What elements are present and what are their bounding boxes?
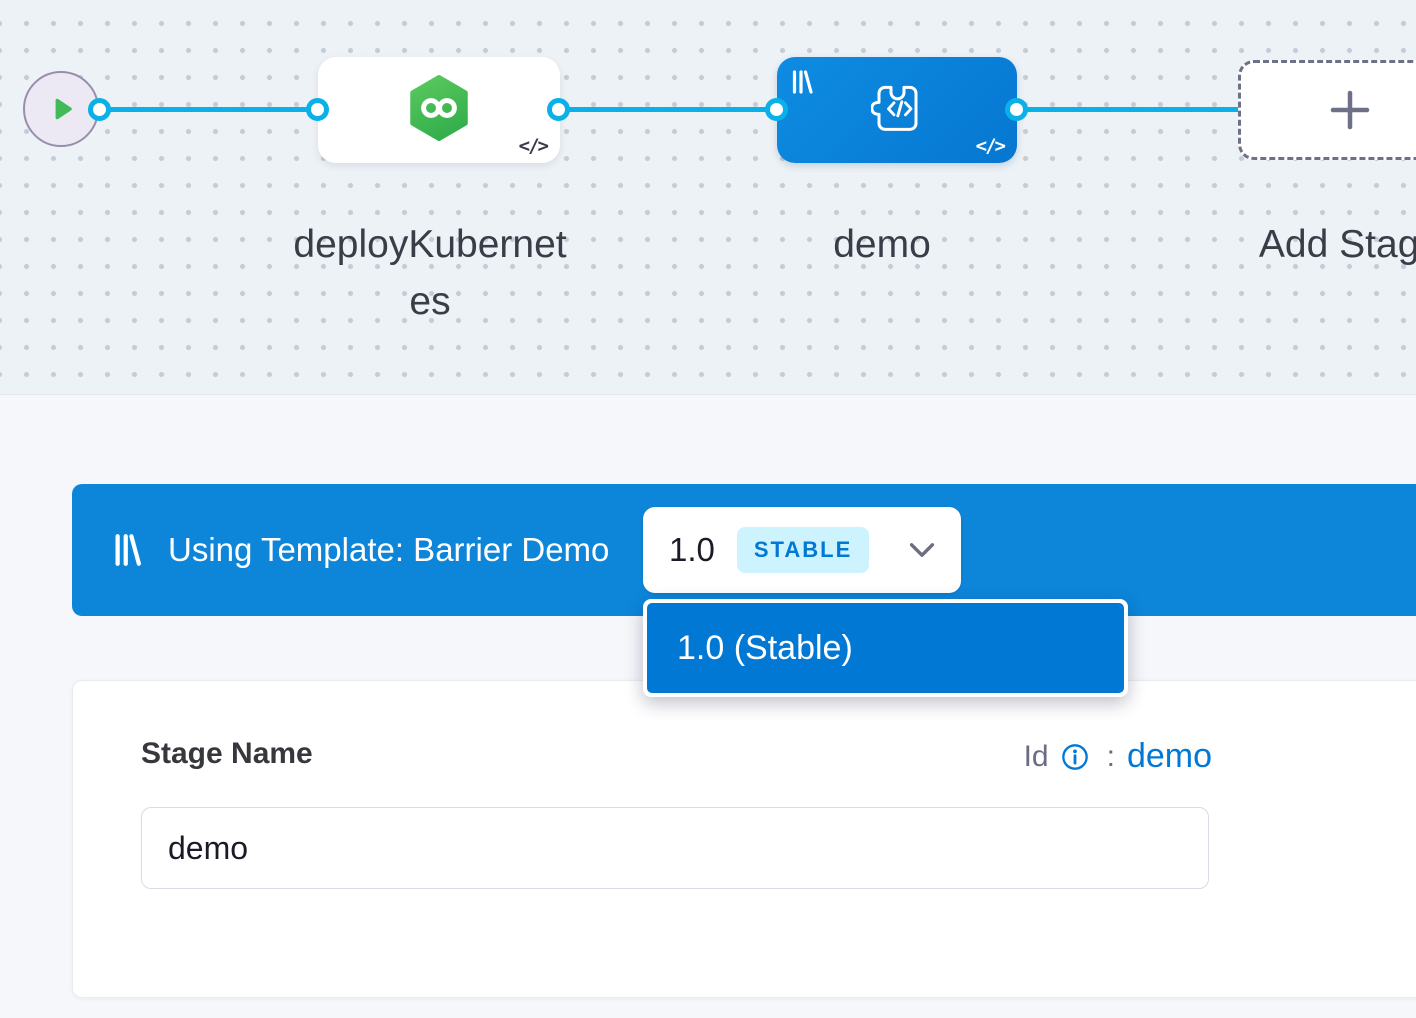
add-stage-label: Add Stage — [1258, 223, 1416, 266]
stable-badge: STABLE — [736, 527, 870, 573]
play-icon — [55, 98, 72, 120]
stage-overview-card: Stage Name Id : demo — [72, 680, 1416, 998]
stage-name-label: Stage Name — [141, 737, 313, 770]
connector-port[interactable] — [88, 98, 111, 121]
connector-port[interactable] — [1005, 98, 1028, 121]
stage-label-demo: demo — [833, 223, 931, 266]
stage-label-deploykubernetes: deployKubernetes — [293, 223, 567, 323]
connector-edge — [1017, 107, 1238, 112]
version-option-stable[interactable]: 1.0 (Stable) — [647, 603, 1124, 693]
using-template-banner: Using Template: Barrier Demo 1.0 STABLE — [72, 484, 1416, 616]
stage-id-value: demo — [1126, 737, 1212, 775]
template-badge-icon — [792, 70, 813, 94]
connector-port[interactable] — [547, 98, 570, 121]
connector-port[interactable] — [765, 98, 788, 121]
custom-stage-template-icon — [871, 85, 918, 131]
stage-node-demo[interactable]: </> — [777, 57, 1017, 163]
version-dropdown-popover: 1.0 (Stable) — [643, 599, 1128, 697]
pipeline-canvas[interactable]: </> </> — [0, 0, 1416, 394]
info-icon[interactable] — [1061, 743, 1089, 771]
using-template-text: Using Template: Barrier Demo — [168, 531, 610, 568]
connector-edge — [100, 107, 318, 112]
plus-icon — [1330, 90, 1370, 130]
kubernetes-deploy-icon — [410, 75, 468, 142]
yaml-code-icon: </> — [518, 135, 549, 157]
id-label: Id — [1023, 739, 1049, 773]
id-separator: : — [1106, 739, 1115, 773]
template-version-selector[interactable]: 1.0 STABLE — [643, 507, 961, 593]
connector-port[interactable] — [306, 98, 329, 121]
connector-edge — [559, 107, 777, 112]
chevron-down-icon — [909, 543, 935, 557]
stage-id-row: Id : demo — [1024, 737, 1212, 776]
add-stage-button[interactable] — [1238, 60, 1416, 160]
template-library-icon — [115, 534, 141, 566]
pipeline-start-node[interactable] — [23, 71, 99, 147]
stage-name-input[interactable] — [141, 807, 1209, 889]
stage-node-deploykubernetes[interactable]: </> — [318, 57, 560, 163]
template-version-value: 1.0 — [669, 531, 715, 568]
yaml-code-icon: </> — [975, 135, 1006, 157]
